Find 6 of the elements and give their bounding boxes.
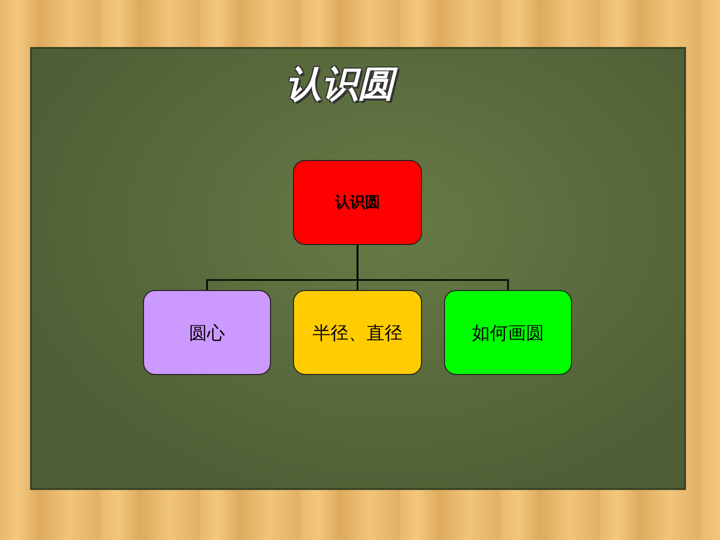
title: 认识圆 <box>240 60 440 109</box>
connector <box>356 245 509 290</box>
root-box: 认识圆 <box>293 160 422 245</box>
topic-box: 如何画圆 <box>444 290 572 375</box>
topic-box: 半径、直径 <box>293 290 422 375</box>
topic-box: 圆心 <box>143 290 271 375</box>
